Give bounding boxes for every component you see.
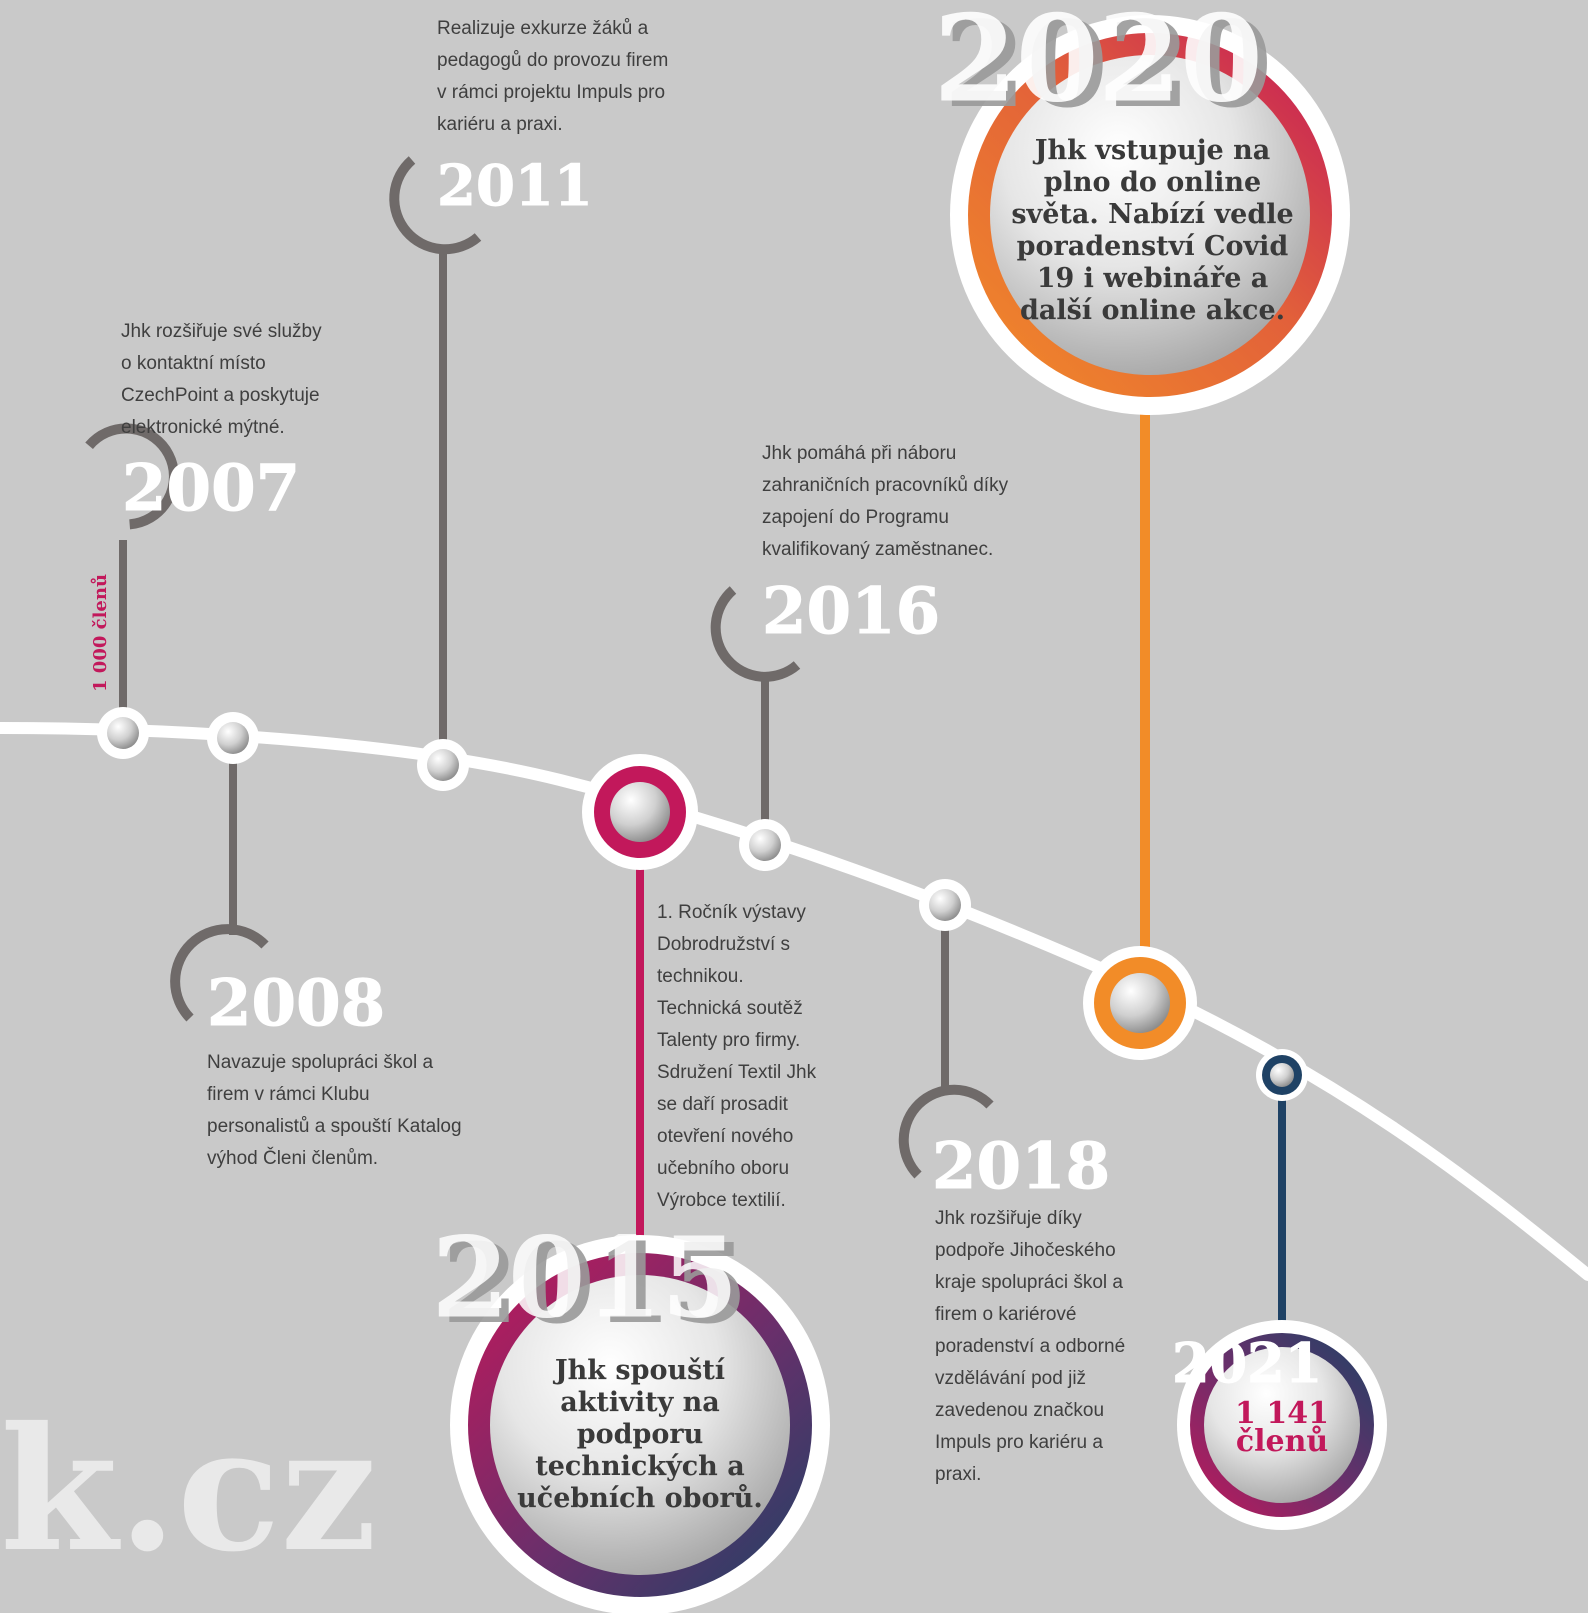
text-2016: Jhk pomáhá při náboru zahraničních praco…	[762, 443, 1009, 560]
text-2015: 1. Ročník výstavy Dobrodružství s techni…	[657, 902, 817, 1211]
bubble-2015	[450, 1235, 830, 1613]
milestone-2016	[710, 586, 801, 871]
milestone-2020	[1083, 380, 1197, 1060]
milestone-2021	[1256, 1049, 1308, 1330]
members-2007: 1 000 členů	[90, 573, 111, 692]
year-2020: 2020	[934, 0, 1262, 128]
text-2007: Jhk rozšiřuje své služby o kontaktní mís…	[121, 321, 322, 438]
year-2015-shadow: 2015	[442, 1219, 748, 1348]
milestone-2015	[582, 754, 698, 1265]
bubble-2021	[1177, 1320, 1387, 1530]
text-2011: Realizuje exkurze žáků a pedagogů do pro…	[437, 18, 669, 135]
year-2020-shadow: 2020	[944, 0, 1272, 134]
milestone-2018	[898, 879, 994, 1179]
bubble-2015-text: Jhk spouští aktivity na podporu technick…	[517, 1355, 763, 1514]
year-2007: 2007	[122, 451, 300, 526]
year-2015: 2015	[432, 1213, 738, 1342]
year-2011: 2011	[437, 153, 593, 219]
text-2008: Navazuje spolupráci škol a firem v rámci…	[207, 1052, 462, 1169]
year-2016: 2016	[762, 574, 940, 649]
text-2018: Jhk rozšiřuje díky podpoře Jihočeského k…	[935, 1208, 1126, 1485]
milestone-2011	[389, 156, 482, 791]
bubble-2020	[950, 15, 1350, 415]
milestone-2008	[170, 712, 269, 1022]
bubble-2021-members: 1 141 členů	[1235, 1396, 1329, 1459]
milestone-2007	[85, 423, 179, 759]
bubble-2020-text: Jhk vstupuje na plno do online světa. Na…	[1011, 135, 1294, 326]
year-2021: 2021	[1172, 1331, 1322, 1395]
site-logo: k.cz	[0, 1390, 378, 1590]
timeline-curve	[0, 722, 1588, 1281]
year-2008: 2008	[207, 966, 385, 1041]
year-2018: 2018	[932, 1129, 1110, 1204]
